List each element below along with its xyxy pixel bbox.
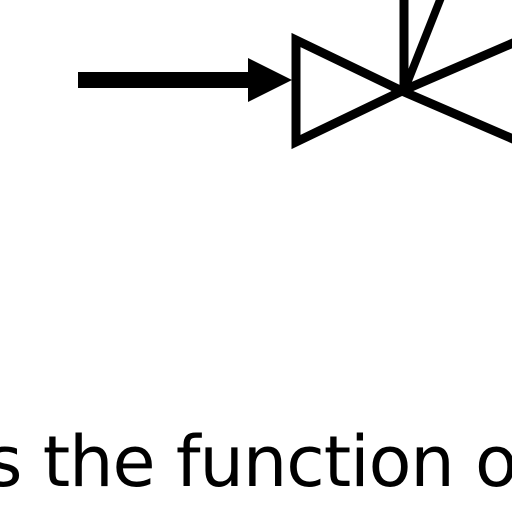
valve-stem-icon — [399, 0, 445, 93]
flow-arrow-icon — [78, 58, 292, 102]
caption-text: s the function of t — [0, 421, 512, 503]
gate-valve-icon — [291, 32, 512, 150]
